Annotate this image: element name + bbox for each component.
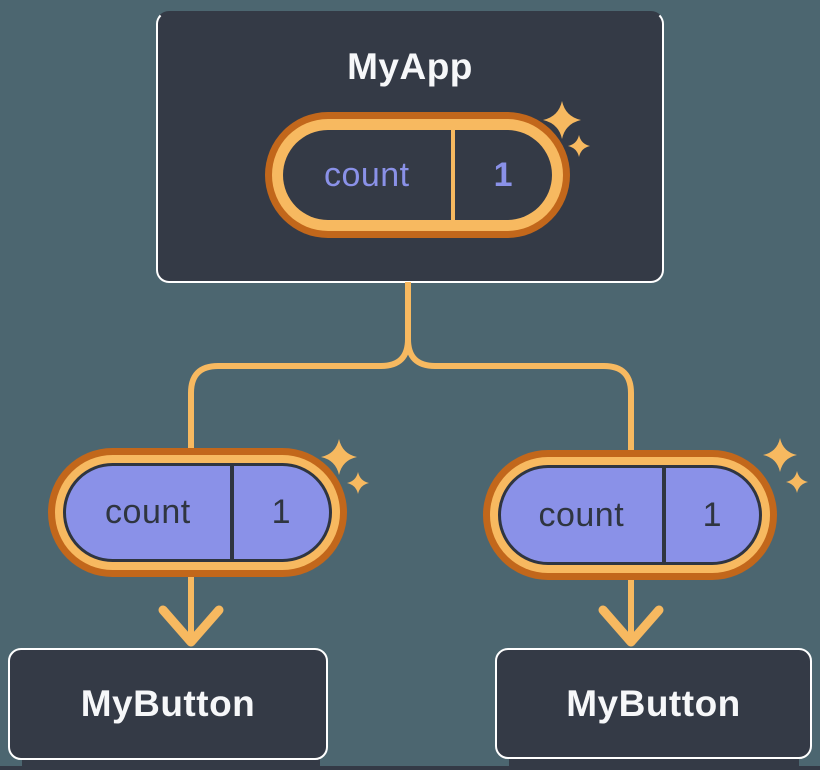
pill-ring: count 1 [55, 455, 340, 570]
pill-body: count 1 [283, 130, 552, 220]
pill-ring: count 1 [272, 119, 563, 231]
arrow-down-icon [598, 578, 664, 647]
sparkle-icon [786, 471, 808, 493]
pill-body: count 1 [498, 465, 762, 565]
arrow-down-icon [158, 576, 224, 647]
prop-pill-left: count 1 [48, 448, 347, 577]
pill-value: 1 [271, 493, 292, 531]
component-title: MyApp [347, 46, 473, 87]
mybutton-left-component-box: MyButton [8, 648, 328, 760]
connector-left-branch [188, 282, 411, 452]
pill-divider [229, 466, 234, 559]
pill-value: 1 [702, 495, 723, 534]
bottom-edge-bar [0, 766, 820, 770]
pill-body: count 1 [63, 463, 332, 562]
pill-name-label: count [538, 495, 625, 534]
state-pill-myapp: count 1 [265, 112, 570, 238]
pill-name-label: count [105, 493, 191, 531]
pill-value: 1 [493, 155, 513, 194]
connector-right-branch [405, 282, 634, 454]
pill-divider [450, 130, 455, 220]
prop-pill-right: count 1 [483, 450, 777, 580]
pill-divider [661, 468, 666, 562]
sparkle-icon [347, 472, 369, 494]
component-title: MyButton [80, 683, 256, 724]
sparkle-icon [763, 438, 797, 472]
pill-name-label: count [323, 155, 410, 194]
pill-ring: count 1 [490, 457, 770, 573]
mybutton-right-component-box: MyButton [495, 648, 812, 759]
component-title: MyButton [566, 682, 741, 724]
